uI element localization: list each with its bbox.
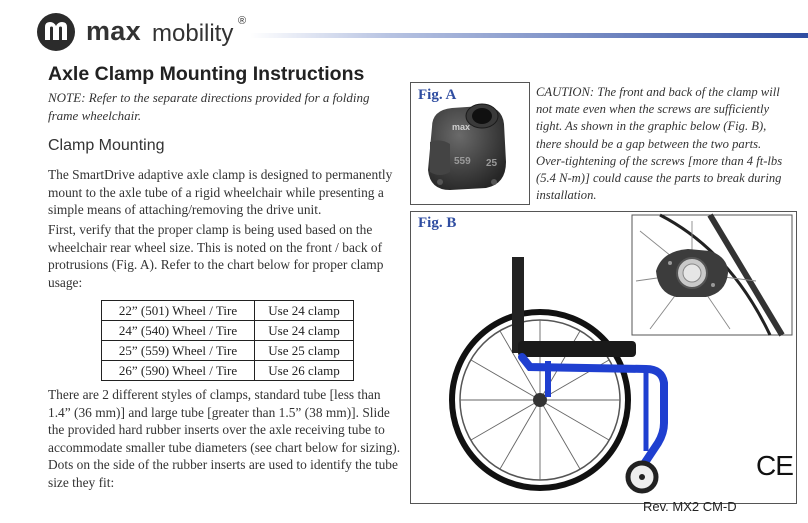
section-heading: Clamp Mounting — [48, 137, 165, 154]
table-row: 24” (540) Wheel / Tire Use 24 clamp — [101, 320, 354, 341]
wheel-size-cell: 22” (501) Wheel / Tire — [101, 300, 255, 321]
registered-mark: ® — [238, 15, 247, 27]
wheel-size-cell: 25” (559) Wheel / Tire — [101, 340, 255, 361]
brand-name-light: mobility — [152, 20, 234, 47]
clamp-size-table: 22” (501) Wheel / Tire Use 24 clamp 24” … — [101, 300, 354, 381]
clamp-number-25: 25 — [486, 158, 498, 169]
clamp-logo-text: max — [452, 122, 470, 132]
fig-b-label: Fig. B — [418, 215, 457, 231]
table-row: 25” (559) Wheel / Tire Use 25 clamp — [101, 340, 354, 361]
rear-wheel-drawing — [449, 309, 631, 491]
clamp-cell: Use 24 clamp — [254, 320, 354, 341]
brand-name-bold: max — [86, 16, 141, 46]
header-gradient-rule — [250, 33, 808, 38]
table-row: 26” (590) Wheel / Tire Use 26 clamp — [101, 360, 354, 381]
clamp-styles-paragraph: There are 2 different styles of clamps, … — [48, 387, 401, 490]
page-title: Axle Clamp Mounting Instructions — [48, 63, 365, 85]
table-row: 22” (501) Wheel / Tire Use 24 clamp — [101, 300, 354, 321]
fig-b-inset — [631, 213, 793, 337]
wheel-size-cell: 26” (590) Wheel / Tire — [101, 360, 255, 381]
clamp-number-559: 559 — [454, 156, 471, 167]
fig-a-label: Fig. A — [418, 87, 457, 103]
revision-label: Rev. MX2 CM-D — [643, 499, 737, 514]
clamp-cell: Use 26 clamp — [254, 360, 354, 381]
caution-text: CAUTION: The front and back of the clamp… — [536, 85, 783, 203]
fig-b-wheelchair-illustration — [410, 211, 797, 504]
intro-paragraph: The SmartDrive adaptive axle clamp is de… — [48, 167, 393, 217]
verify-paragraph: First, verify that the proper clamp is b… — [48, 222, 384, 290]
clamp-cell: Use 24 clamp — [254, 300, 354, 321]
max-mobility-logo-icon — [37, 13, 75, 51]
wheel-size-cell: 24” (540) Wheel / Tire — [101, 320, 255, 341]
ce-mark-icon: CE — [756, 450, 794, 481]
fig-a-clamp-illustration: max 559 25 — [410, 82, 530, 205]
clamp-cell: Use 25 clamp — [254, 340, 354, 361]
note-text: NOTE: Refer to the separate directions p… — [48, 90, 370, 123]
